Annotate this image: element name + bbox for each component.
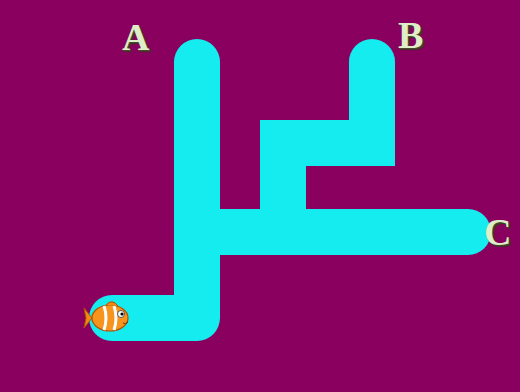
path-cap xyxy=(349,39,395,85)
exit-label: C xyxy=(484,213,511,251)
exit-label: B xyxy=(398,16,423,54)
start-path xyxy=(112,62,197,318)
path-to-b xyxy=(283,62,372,232)
exit-label: A xyxy=(122,18,149,56)
path-cap xyxy=(349,39,395,85)
fish-icon xyxy=(84,302,128,331)
path-to-c xyxy=(197,209,468,255)
